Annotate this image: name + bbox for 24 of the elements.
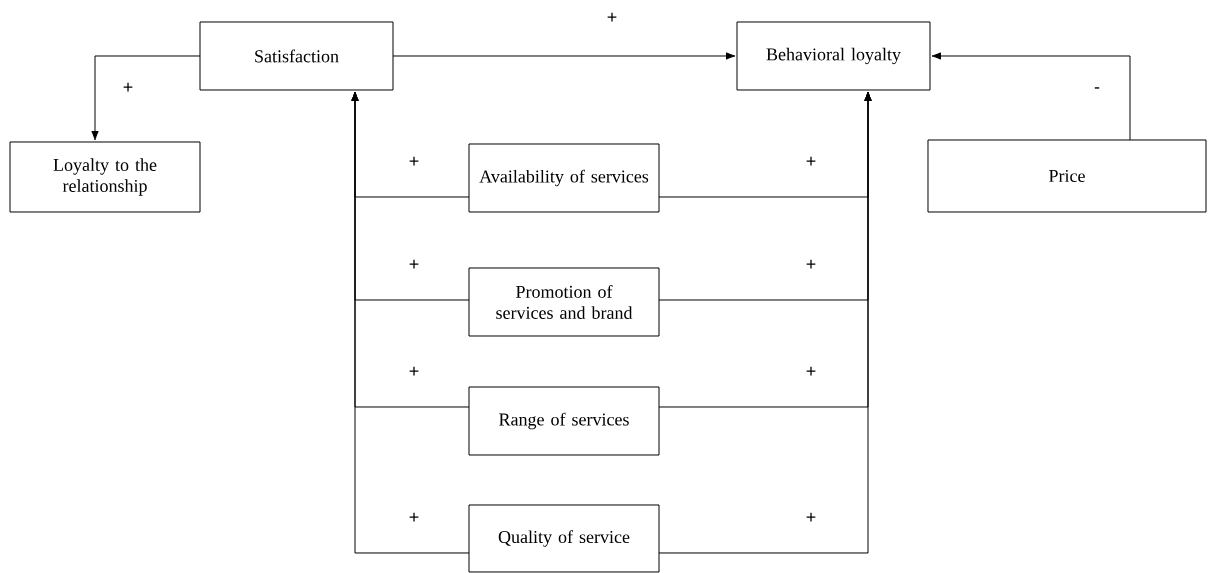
- arrow: [392, 52, 736, 60]
- process-box: Availability of services: [468, 143, 660, 213]
- arrow: [658, 91, 872, 554]
- process-box: Satisfaction: [199, 21, 394, 91]
- edge-label: +: [407, 155, 421, 169]
- edge-label: -: [1093, 86, 1101, 94]
- edge-label: +: [407, 258, 421, 272]
- edge-label: +: [407, 365, 421, 379]
- edge-label: +: [804, 365, 818, 379]
- edge-label: +: [407, 511, 421, 525]
- edge-label: +: [605, 11, 619, 25]
- arrow: [91, 55, 201, 141]
- edge-label: +: [804, 511, 818, 525]
- process-box: Promotion of services and brand: [468, 267, 660, 337]
- arrow: [351, 91, 470, 554]
- process-box: Price: [927, 139, 1207, 213]
- process-box: Quality of service: [468, 504, 660, 573]
- process-box: Loyalty to the relationship: [9, 141, 201, 213]
- arrow: [931, 52, 1131, 141]
- process-box: Behavioral loyalty: [736, 21, 931, 91]
- process-box: Range of services: [468, 386, 660, 456]
- edge-label: +: [121, 81, 135, 95]
- edge-label: +: [804, 258, 818, 272]
- edge-label: +: [804, 155, 818, 169]
